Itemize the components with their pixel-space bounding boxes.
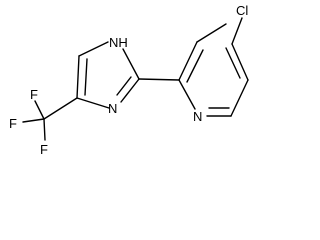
bond-c4-c3 bbox=[196, 23, 227, 43]
chemical-structure: Cl N NH N F F F bbox=[9, 3, 249, 157]
bond-c4-cf3 bbox=[43, 97, 78, 120]
imidazole-nh-label: NH bbox=[109, 35, 128, 50]
imidazole-nh-n-label: N bbox=[109, 35, 118, 50]
fluorine-bottom-label: F bbox=[40, 142, 48, 157]
bond-c2-n3-double bbox=[116, 76, 132, 96]
bond-c5-c4 bbox=[231, 43, 249, 81]
bond-c4-cl bbox=[231, 17, 243, 45]
bond-c4-c5 bbox=[76, 55, 80, 99]
chlorine-label: Cl bbox=[236, 3, 248, 18]
bond-imidazole-pyridine bbox=[138, 78, 180, 81]
imidazole-nh-h-label: H bbox=[118, 35, 127, 50]
imidazole-ring bbox=[76, 41, 140, 109]
pyridine-ring bbox=[178, 17, 249, 117]
bond-c3-c2 bbox=[178, 41, 198, 81]
bond-cf3-f-left bbox=[22, 118, 45, 123]
bond-c5-c4-double bbox=[225, 47, 241, 79]
fluorine-top-label: F bbox=[30, 87, 38, 102]
bond-cf3-f-top bbox=[34, 100, 45, 120]
trifluoromethyl-group bbox=[22, 97, 78, 141]
bond-c2-n bbox=[178, 79, 196, 110]
bond-c3-c2-double bbox=[186, 49, 204, 83]
bond-n3-c4 bbox=[76, 97, 110, 109]
bond-nh-c2 bbox=[122, 48, 140, 80]
bond-c2-n3 bbox=[120, 78, 140, 103]
pyridine-nitrogen-label: N bbox=[193, 109, 202, 124]
bond-c4-c5-double bbox=[84, 58, 88, 96]
imidazole-nitrogen-label: N bbox=[108, 101, 117, 116]
bond-c5-nh bbox=[78, 41, 109, 57]
fluorine-left-label: F bbox=[9, 116, 17, 131]
bond-c6-c5 bbox=[230, 79, 249, 117]
bond-cf3-f-bottom bbox=[43, 118, 46, 141]
